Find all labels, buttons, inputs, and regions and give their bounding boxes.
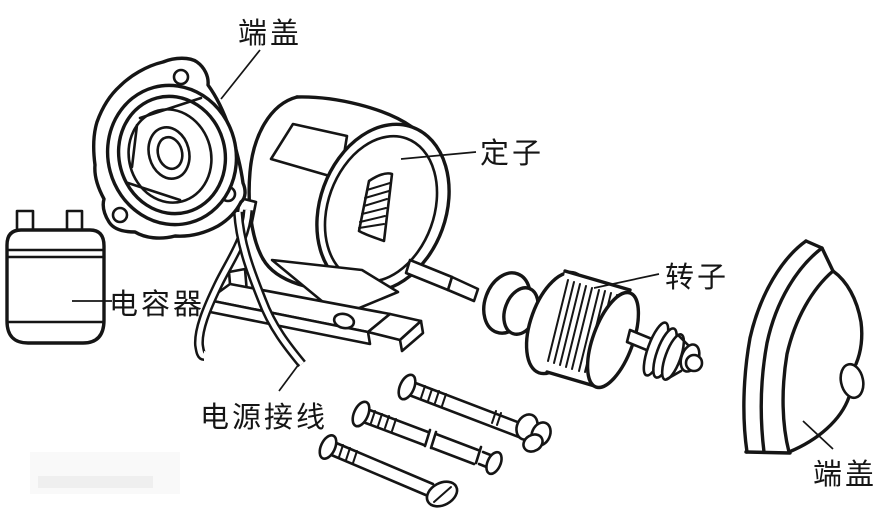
label-stator: 定子 bbox=[480, 137, 544, 170]
lead-wires-drawing bbox=[193, 196, 306, 368]
end-cover-rear-drawing bbox=[742, 239, 865, 455]
cover-dish-chords bbox=[126, 96, 203, 202]
leader-stator bbox=[400, 151, 477, 160]
label-power-leads: 电源接线 bbox=[200, 401, 328, 434]
bolt-2 bbox=[351, 400, 503, 476]
rotor-drawing bbox=[524, 269, 704, 390]
leader-end-cover-rear bbox=[802, 420, 834, 450]
watermark-smudge bbox=[38, 476, 153, 488]
leader-rotor bbox=[593, 273, 660, 289]
bolt-3 bbox=[318, 433, 459, 508]
bolt-1-head bbox=[397, 373, 417, 401]
cover-hub-hole bbox=[156, 135, 184, 171]
power-wire-right bbox=[233, 211, 306, 368]
bolt-1-wing-nut bbox=[515, 413, 552, 453]
base-bolt-hole bbox=[332, 312, 356, 330]
bearing-drawing bbox=[482, 271, 540, 336]
stator-winding-window bbox=[357, 172, 394, 243]
end-cover-front-drawing bbox=[91, 56, 247, 240]
rotor-bottom-edge bbox=[545, 370, 600, 389]
rear-cover-boss bbox=[839, 362, 865, 400]
label-end-cover-top: 端盖 bbox=[238, 17, 302, 50]
capacitor-drawing bbox=[5, 209, 106, 345]
stator-body-top-edge bbox=[295, 95, 414, 129]
bolt-2-head bbox=[351, 400, 371, 428]
rotor-top-edge bbox=[563, 269, 632, 292]
leader-power-leads bbox=[278, 363, 300, 392]
bolt-3-head bbox=[318, 433, 338, 461]
cover-hole-top bbox=[172, 68, 190, 86]
mounting-bolts-drawing bbox=[318, 373, 552, 508]
base-brace bbox=[270, 258, 400, 318]
support-arm-drawing bbox=[404, 258, 480, 303]
bolt-1 bbox=[397, 373, 552, 453]
label-rotor: 转子 bbox=[665, 261, 729, 294]
label-end-cover-rear: 端盖 bbox=[813, 458, 877, 491]
rotor-front-face bbox=[585, 290, 641, 390]
stator-body-left-edge bbox=[247, 95, 299, 261]
leader-end-cover-top bbox=[220, 49, 261, 100]
base-end-block-front bbox=[398, 319, 425, 353]
bolt-2-end bbox=[485, 450, 503, 476]
annotations: 端盖 定子 转子 电容器 电源接线 端盖 bbox=[72, 17, 877, 491]
label-capacitor: 电容器 bbox=[109, 288, 205, 321]
capacitor-body bbox=[5, 228, 106, 345]
cover-hole-left bbox=[111, 206, 129, 224]
